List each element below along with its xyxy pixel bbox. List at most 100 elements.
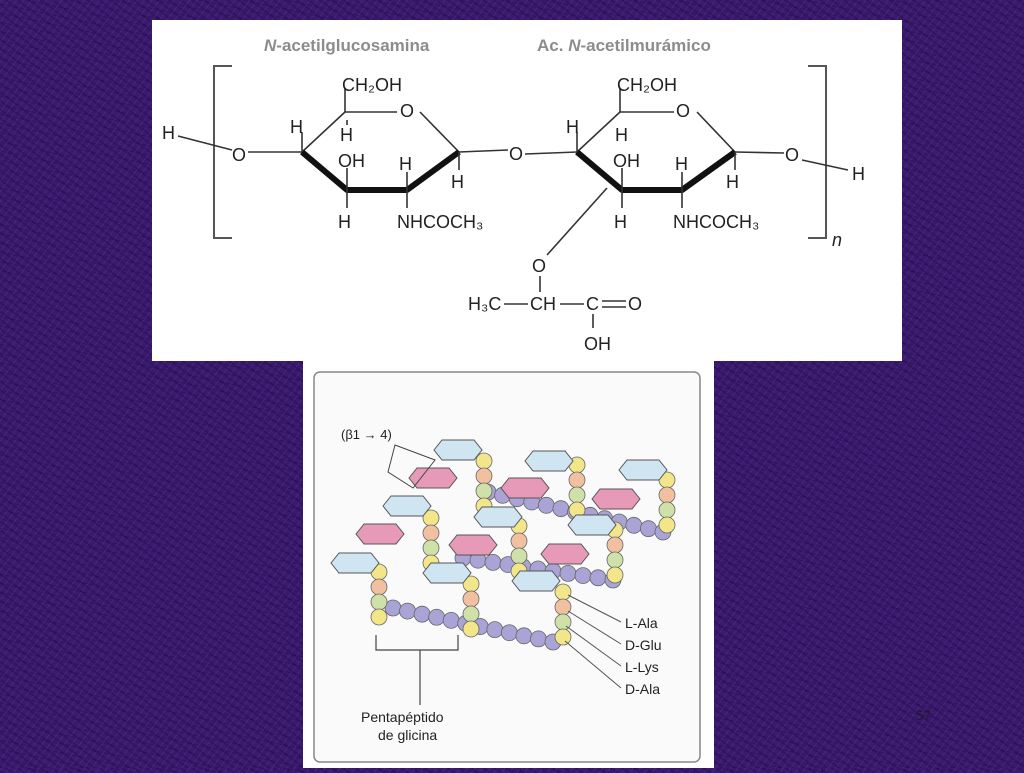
left-terminal-h: H <box>162 123 175 143</box>
nag-h-upper-inner: H <box>340 125 353 145</box>
repeat-subscript: n <box>832 230 842 250</box>
nam-hexagon <box>500 477 550 499</box>
left-bridge-oxygen: O <box>232 145 246 165</box>
nag-h-upper-left: H <box>290 117 303 137</box>
legend-d-ala: D-Ala <box>625 681 660 697</box>
amino-acid-bead <box>370 608 388 626</box>
glycan-strands <box>330 439 668 592</box>
glycosidic-oxygen: O <box>509 144 523 164</box>
disaccharide-structure: .lbl { font-size: 18px; fill: #222; } .h… <box>162 36 865 354</box>
glycine-bead <box>552 500 570 518</box>
legend-l-ala: L-Ala <box>625 615 658 631</box>
beta-linkage-label: (β1 → 4) <box>341 427 392 442</box>
glycine-bead <box>384 599 402 617</box>
glycine-bead <box>589 569 607 587</box>
glycine-bead <box>484 553 502 571</box>
amino-acid-bead <box>422 524 440 542</box>
glycine-label: de glicina <box>378 727 437 743</box>
amino-acid-bead <box>554 598 572 616</box>
amino-acid-bead <box>475 467 493 485</box>
lactyl-oxygen: O <box>532 256 546 276</box>
nag-h-right: H <box>451 172 464 192</box>
nam-ring: CH₂OH O H H OH H H H NHCOCH₃ <box>566 75 759 232</box>
glycine-bead <box>442 611 460 629</box>
glycine-bead <box>413 605 431 623</box>
nag-ring: CH₂OH O H H OH H H H NHCOCH₃ <box>290 75 483 232</box>
amino-acid-bead <box>606 536 624 554</box>
glycine-bead <box>530 630 547 648</box>
nag-h-mid: H <box>399 154 412 174</box>
nam-h-mid: H <box>675 154 688 174</box>
nam-ring-oxygen: O <box>676 101 690 121</box>
amino-acid-bead <box>510 547 528 565</box>
amino-acid-bead <box>658 516 676 534</box>
lactyl-ch: CH <box>530 294 556 314</box>
amino-acid-bead <box>510 532 528 550</box>
nam-nhcoch3: NHCOCH₃ <box>673 212 759 232</box>
nag-ring-oxygen: O <box>400 101 414 121</box>
nag-hexagon <box>567 514 617 536</box>
lactyl-group: O H₃C CH C O OH <box>468 187 642 354</box>
amino-acid-bead <box>658 486 676 504</box>
lactyl-carbonyl-c: C <box>586 294 599 314</box>
nam-h-upper-inner: H <box>615 125 628 145</box>
nag-nhcoch3: NHCOCH₃ <box>397 212 483 232</box>
nam-header: Ac. N-acetilmurámico <box>537 36 711 55</box>
nag-hexagon <box>382 495 432 517</box>
peptidoglycan-model: (β1 → 4) Pentapéptido de glicina L-Ala D… <box>313 371 701 763</box>
nam-hexagon <box>591 488 641 510</box>
glycine-bead <box>399 602 416 620</box>
nam-hexagon <box>448 534 498 556</box>
nag-header: N-acetilglucosamina <box>264 36 430 55</box>
right-bridge-oxygen: O <box>785 145 799 165</box>
left-bracket <box>213 65 232 239</box>
glycine-bead <box>515 627 533 645</box>
amino-acid-bead <box>370 593 388 611</box>
glycine-bead <box>500 624 518 642</box>
nag-ch2oh: CH₂OH <box>342 75 402 95</box>
slide-number: 57 <box>916 708 931 724</box>
lactyl-carbonyl-o: O <box>628 294 642 314</box>
nam-h-upper-left: H <box>566 117 579 137</box>
nam-oh: OH <box>613 151 640 171</box>
glycine-bead <box>574 567 592 585</box>
glycine-bead <box>428 608 446 626</box>
nag-h-lower: H <box>338 212 351 232</box>
pentapeptide-bracket <box>375 635 459 651</box>
amino-acid-bead <box>568 486 586 504</box>
legend-d-glu: D-Glu <box>625 637 662 653</box>
glycine-bead <box>559 564 577 582</box>
nag-hexagon <box>473 506 523 528</box>
nag-hexagon <box>330 552 380 574</box>
nam-h-right: H <box>726 172 739 192</box>
glycine-bead <box>537 496 555 514</box>
right-bracket <box>808 65 827 239</box>
right-terminal-h: H <box>852 164 865 184</box>
amino-acid-bead <box>568 471 586 489</box>
nam-hexagon <box>408 467 458 489</box>
peptidoglycan-structure-panel: .lbl { font-size: 18px; fill: #222; } .h… <box>152 20 902 361</box>
amino-acid-bead <box>462 590 480 608</box>
glycine-bead <box>640 520 657 538</box>
amino-acid-bead <box>462 620 480 638</box>
amino-acid-bead <box>554 628 572 646</box>
peptidoglycan-model-panel: (β1 → 4) Pentapéptido de glicina L-Ala D… <box>303 360 714 768</box>
glycine-bead <box>625 516 643 534</box>
nam-hexagon <box>355 523 405 545</box>
amino-acid-bead <box>606 566 624 584</box>
nag-oh: OH <box>338 151 365 171</box>
nam-h-lower: H <box>614 212 627 232</box>
amino-acid-bead <box>554 583 572 601</box>
lactyl-h3c: H₃C <box>468 294 501 314</box>
nam-hexagon <box>540 543 590 565</box>
nag-hexagon <box>618 459 668 481</box>
pentapeptide-label: Pentapéptido <box>361 709 444 725</box>
nag-hexagon <box>422 562 472 584</box>
nag-hexagon <box>511 570 561 592</box>
lactyl-oh: OH <box>584 334 611 354</box>
amino-acid-bead <box>475 452 493 470</box>
amino-acid-bead <box>606 551 624 569</box>
amino-acid-bead <box>422 539 440 557</box>
nam-ch2oh: CH₂OH <box>617 75 677 95</box>
tetrapeptide-stems <box>370 452 676 646</box>
